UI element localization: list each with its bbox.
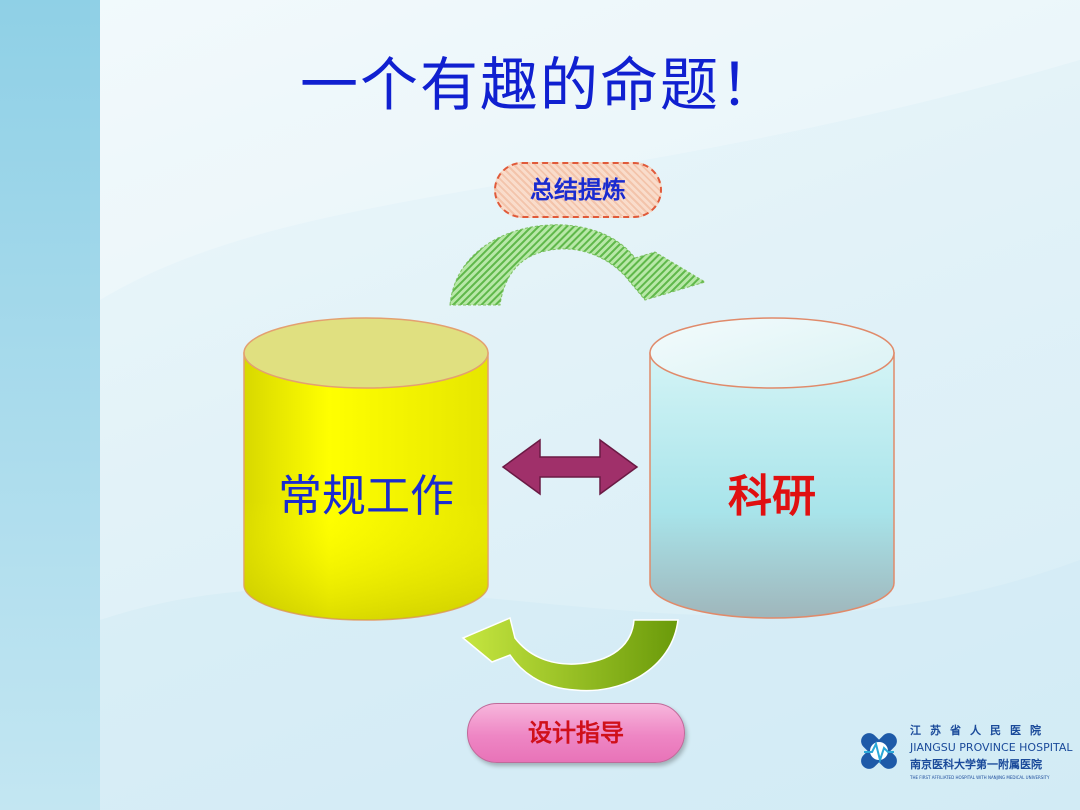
logo-en-name: JIANGSU PROVINCE HOSPITAL xyxy=(910,741,1073,754)
logo-cn-name: 江苏省人民医院 xyxy=(910,724,1050,737)
left-band xyxy=(0,0,100,810)
double-arrow-icon xyxy=(501,438,639,496)
logo-en-subname: THE FIRST AFFILIATED HOSPITAL WITH NANJI… xyxy=(910,775,1050,780)
logo-cn-subname: 南京医科大学第一附属医院 xyxy=(910,758,1042,771)
right-cylinder xyxy=(649,317,895,619)
bottom-curved-arrow-icon xyxy=(461,616,679,692)
top-curved-arrow-icon xyxy=(449,224,707,306)
left-cylinder xyxy=(243,317,489,621)
hospital-emblem-icon xyxy=(861,733,897,769)
summarize-tag: 总结提炼 xyxy=(494,162,662,218)
left-cylinder-label: 常规工作 xyxy=(278,471,454,522)
hospital-logo: 江苏省人民医院 JIANGSU PROVINCE HOSPITAL 南京医科大学… xyxy=(852,722,1072,782)
design-guidance-tag: 设计指导 xyxy=(467,703,685,763)
slide-title: 一个有趣的命题！ xyxy=(299,51,780,119)
right-cylinder-label: 科研 xyxy=(728,471,816,522)
